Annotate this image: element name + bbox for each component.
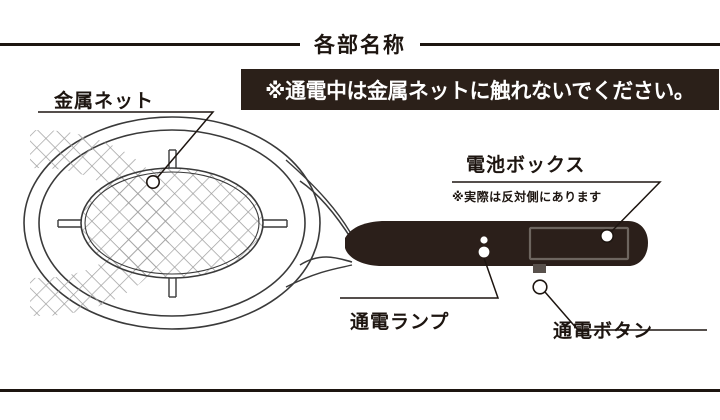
leader-power-button	[544, 291, 707, 331]
page-title: 各部名称	[314, 32, 406, 57]
power-lamp-dot-small	[480, 236, 488, 244]
leader-power-lamp	[340, 257, 500, 299]
label-metal-net: 金属ネット	[54, 90, 155, 112]
racket-center-oval	[80, 167, 264, 279]
footer-rule	[0, 389, 720, 392]
label-power-button: 通電ボタン	[553, 320, 654, 342]
label-power-lamp: 通電ランプ	[350, 311, 450, 333]
power-button-tab	[533, 264, 546, 273]
title-rule-right	[420, 42, 720, 46]
leader-metal-net	[38, 111, 215, 179]
racket-head	[23, 116, 321, 330]
page-title-row: 各部名称	[0, 28, 720, 60]
label-battery-box-note: ※実際は反対側にあります	[452, 190, 602, 204]
battery-box-outline	[528, 226, 630, 261]
marker-battery-box	[599, 229, 614, 244]
marker-power-button	[532, 279, 548, 295]
title-rule-left	[0, 42, 300, 46]
handle-body	[345, 221, 648, 266]
racket-handle	[345, 221, 648, 273]
label-battery-box: 電池ボックス	[466, 154, 586, 176]
callout-leaders	[38, 111, 707, 331]
leader-battery-box	[452, 181, 662, 233]
warning-banner-text: ※通電中は金属ネットに触れないでください。	[265, 78, 695, 103]
power-lamp-dot-large	[478, 246, 490, 258]
racket-center-oval-inner	[84, 171, 260, 275]
marker-metal-net	[146, 175, 161, 190]
warning-banner: ※通電中は金属ネットに触れないでください。	[241, 69, 719, 110]
